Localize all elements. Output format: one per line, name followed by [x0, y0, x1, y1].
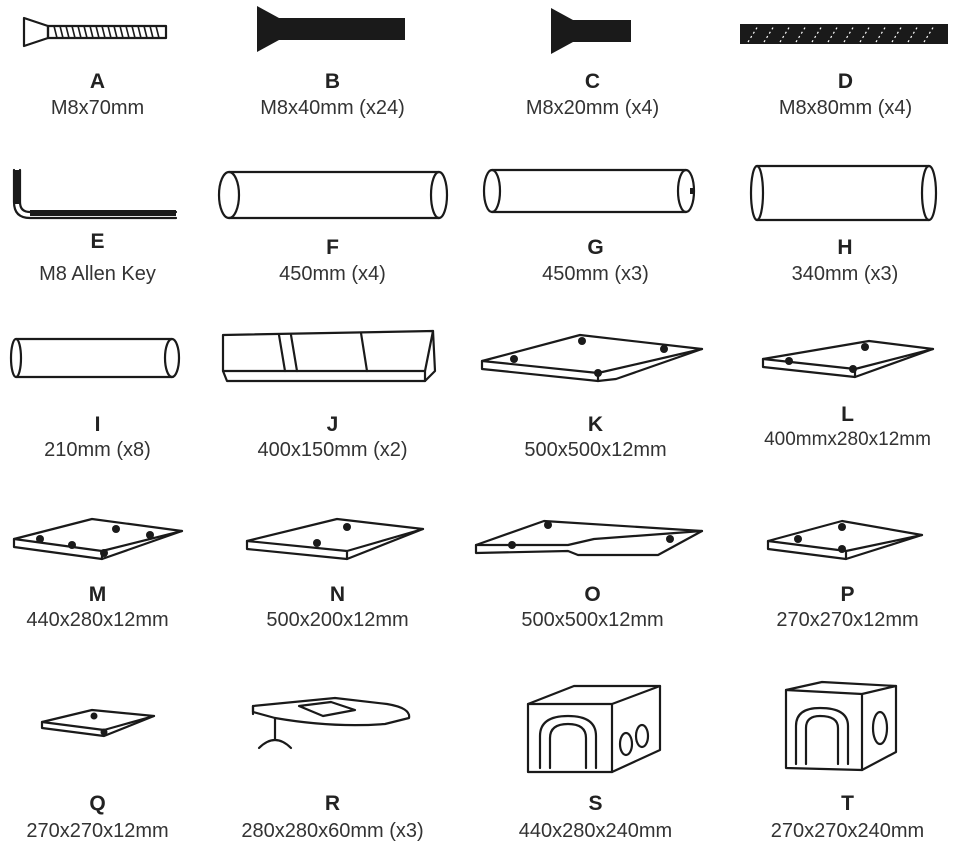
- tube-medium-icon: [749, 164, 938, 222]
- part-p: P 270x270x12mm: [750, 505, 945, 635]
- part-letter: C: [584, 70, 601, 93]
- part-description: 280x280x60mm (x3): [241, 820, 424, 842]
- part-description: 270x270x240mm: [770, 820, 925, 842]
- part-description: M8x40mm (x24): [260, 97, 405, 119]
- part-description: M8x20mm (x4): [525, 97, 660, 119]
- part-g: G 450mm (x3): [478, 160, 713, 290]
- part-letter: H: [837, 236, 853, 259]
- part-e: E M8 Allen Key: [0, 160, 195, 290]
- part-n: N 500x200x12mm: [235, 505, 440, 635]
- part-r: R 280x280x60mm (x3): [215, 680, 450, 857]
- part-t: T 270x270x240mm: [750, 680, 945, 857]
- panel-rectangle-icon: [761, 339, 935, 379]
- part-description: 450mm (x4): [279, 263, 386, 285]
- part-description: 440x280x12mm: [26, 609, 169, 631]
- part-letter: S: [588, 792, 603, 815]
- part-description: 450mm (x3): [542, 263, 649, 285]
- part-letter: P: [840, 583, 855, 606]
- panel-l-shaped-icon: [474, 519, 704, 557]
- part-description: 400x150mm (x2): [257, 439, 408, 461]
- part-letter: R: [324, 792, 341, 815]
- part-letter: O: [584, 583, 601, 606]
- panel-rectangle-icon: [12, 517, 184, 561]
- panel-l-shaped-icon: [480, 333, 704, 383]
- corner-shelf-icon: [251, 696, 411, 750]
- part-letter: T: [841, 792, 854, 815]
- screw-long-icon: [22, 16, 168, 48]
- part-description: M8x70mm: [50, 97, 145, 119]
- part-description: 340mm (x3): [791, 263, 899, 285]
- part-c: C M8x20mm (x4): [495, 0, 690, 125]
- threaded-rod-icon: [740, 24, 948, 44]
- part-letter: J: [326, 413, 339, 436]
- part-letter: K: [587, 413, 604, 436]
- part-description: 500x200x12mm: [266, 609, 409, 631]
- tube-long-icon: [482, 168, 696, 214]
- cat-house-box-icon: [526, 684, 662, 774]
- part-letter: E: [90, 230, 105, 253]
- part-s: S 440x280x240mm: [478, 680, 713, 857]
- panel-square-icon: [40, 708, 156, 738]
- part-letter: L: [841, 403, 854, 426]
- part-l: L 400mmx280x12mm: [745, 325, 950, 470]
- part-letter: I: [94, 413, 101, 436]
- part-letter: B: [324, 70, 341, 93]
- part-description: 500x500x12mm: [524, 439, 667, 461]
- panel-rectangle-icon: [245, 517, 425, 561]
- part-description: 500x500x12mm: [521, 609, 664, 631]
- part-letter: M: [88, 583, 107, 606]
- part-description: 400mmx280x12mm: [764, 429, 931, 450]
- part-description: M8 Allen Key: [39, 263, 156, 285]
- part-b: B M8x40mm (x24): [235, 0, 430, 125]
- part-j: J 400x150mm (x2): [215, 325, 450, 465]
- allen-key-icon: [12, 168, 178, 220]
- part-description: 210mm (x8): [44, 439, 151, 461]
- screw-short-icon: [551, 8, 631, 54]
- part-letter: G: [587, 236, 604, 259]
- part-letter: N: [329, 583, 346, 606]
- part-h: H 340mm (x3): [745, 160, 945, 290]
- part-description: 440x280x240mm: [518, 820, 673, 842]
- screw-medium-icon: [257, 6, 405, 52]
- part-i: I 210mm (x8): [0, 325, 195, 465]
- part-description: 270x270x12mm: [26, 820, 169, 842]
- tube-short-icon: [9, 337, 181, 379]
- wooden-plank-icon: [221, 329, 437, 383]
- panel-square-icon: [766, 519, 924, 561]
- part-letter: F: [326, 236, 339, 259]
- part-letter: D: [837, 70, 854, 93]
- part-f: F 450mm (x4): [215, 160, 450, 290]
- part-q: Q 270x270x12mm: [0, 680, 195, 857]
- part-description: 270x270x12mm: [776, 609, 919, 631]
- part-k: K 500x500x12mm: [478, 325, 713, 465]
- cat-house-cube-icon: [784, 680, 898, 772]
- part-letter: A: [89, 70, 106, 93]
- part-d: D M8x80mm (x4): [738, 0, 953, 125]
- tube-long-icon: [217, 170, 449, 220]
- part-description: M8x80mm (x4): [778, 97, 913, 119]
- part-o: O 500x500x12mm: [470, 505, 715, 635]
- part-m: M 440x280x12mm: [0, 505, 195, 635]
- part-letter: Q: [89, 792, 106, 815]
- part-a: A M8x70mm: [0, 0, 195, 125]
